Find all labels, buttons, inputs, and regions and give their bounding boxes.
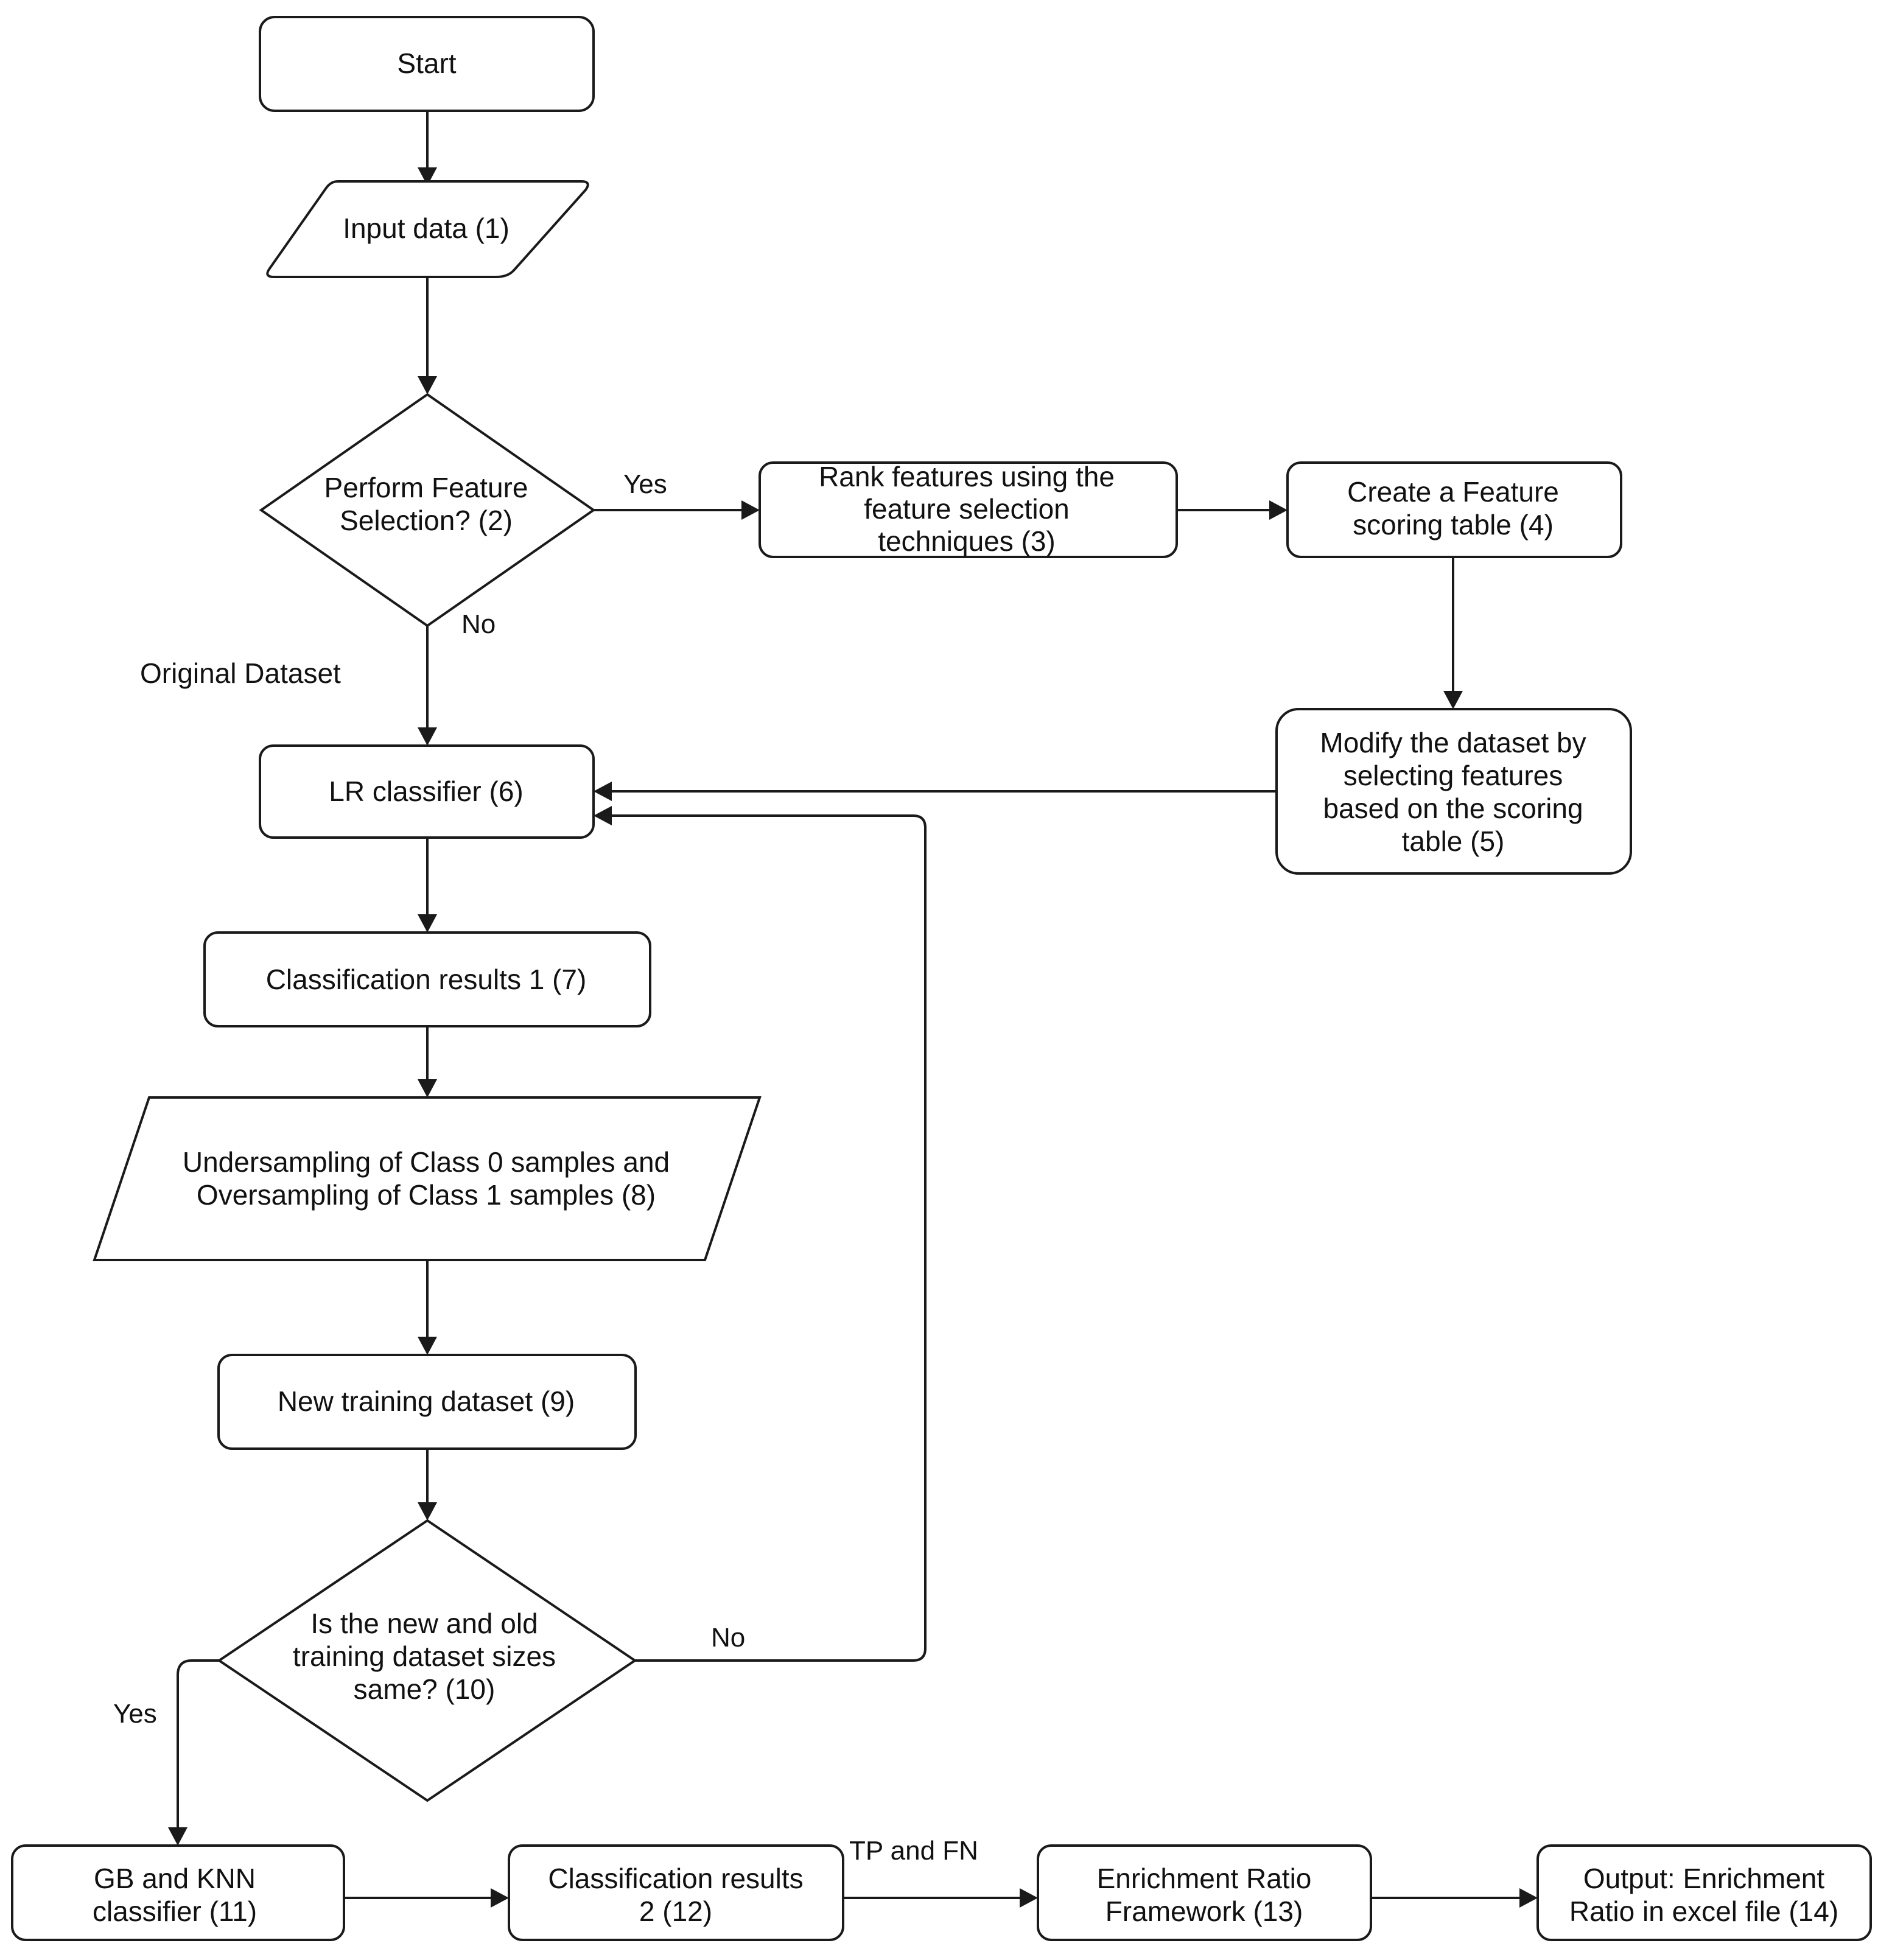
arrowhead-input [418, 167, 437, 186]
feature-selection-label-line2: Selection? (2) [340, 505, 513, 536]
arrowhead-results2 [491, 1888, 509, 1908]
arrowhead-modify [1443, 691, 1463, 709]
rank-features-line3: techniques (3) [878, 525, 1056, 557]
results1-label: Classification results 1 (7) [266, 964, 587, 995]
feature-selection-decision: Perform Feature Selection? (2) [259, 393, 596, 628]
lr-classifier-node: LR classifier (6) [259, 744, 595, 839]
feature-selection-diamond [259, 393, 596, 628]
edge-decision-gbknn [177, 1659, 219, 1827]
arrowhead-lr-top [418, 727, 437, 746]
sampling-parallelogram [93, 1096, 762, 1261]
results2-node: Classification results 2 (12) [508, 1844, 844, 1941]
input-label: Input data (1) [343, 212, 510, 244]
edge-label-tp-fn: TP and FN [849, 1836, 978, 1866]
enrichment-line1: Enrichment Ratio [1097, 1863, 1312, 1894]
labels: Yes No Original Dataset No Yes TP and FN [113, 469, 978, 1866]
original-dataset-annotation: Original Dataset [140, 657, 341, 689]
enrichment-box [1037, 1844, 1372, 1941]
arrowhead-lr-loop [594, 806, 612, 825]
arrowhead-rank [741, 500, 760, 520]
rank-features-line2: feature selection [864, 493, 1070, 525]
edge-label-size-yes: Yes [113, 1699, 157, 1729]
feature-selection-label-line1: Perform Feature [324, 472, 528, 503]
arrowhead-enrichment [1020, 1888, 1038, 1908]
modify-dataset-line1: Modify the dataset by [1320, 727, 1586, 758]
scoring-table-node: Create a Feature scoring table (4) [1286, 461, 1622, 558]
arrowhead-gbknn [168, 1827, 187, 1846]
size-decision-line2: training dataset sizes [293, 1640, 556, 1672]
modify-dataset-line3: based on the scoring [1323, 793, 1583, 824]
output-line2: Ratio in excel file (14) [1569, 1895, 1838, 1927]
enrichment-line2: Framework (13) [1105, 1895, 1303, 1927]
arrowhead-output [1519, 1888, 1538, 1908]
gb-knn-line2: classifier (11) [93, 1895, 257, 1927]
start-node: Start [259, 16, 595, 112]
nodes: Start Input data (1) Perform Feature Sel… [11, 16, 1872, 1941]
edge-decision-loop-lr [612, 814, 927, 1662]
scoring-table-line1: Create a Feature [1347, 476, 1559, 508]
results2-line1: Classification results [548, 1863, 803, 1894]
size-decision-diamond [217, 1519, 637, 1802]
scoring-table-line2: scoring table (4) [1353, 509, 1554, 541]
gb-knn-line1: GB and KNN [94, 1863, 256, 1894]
edge-label-size-no: No [711, 1623, 745, 1653]
output-box [1536, 1844, 1872, 1941]
input-node: Input data (1) [266, 180, 589, 278]
rank-features-line1: Rank features using the [819, 461, 1115, 492]
start-label: Start [397, 47, 456, 79]
lr-classifier-label: LR classifier (6) [329, 775, 524, 807]
arrowhead-decision-fs [418, 376, 437, 394]
results2-box [508, 1844, 844, 1941]
input-parallelogram [266, 180, 589, 278]
modify-dataset-box [1275, 708, 1632, 875]
start-box [259, 16, 595, 112]
new-training-label: New training dataset (9) [278, 1385, 575, 1417]
arrowhead-decision-size [418, 1502, 437, 1521]
arrowhead-lr-right [594, 782, 612, 801]
modify-dataset-line4: table (5) [1402, 825, 1505, 857]
gb-knn-node: GB and KNN classifier (11) [11, 1844, 345, 1941]
size-decision-line1: Is the new and old [310, 1608, 538, 1639]
edges [168, 111, 1538, 1908]
results2-line2: 2 (12) [639, 1895, 712, 1927]
lr-classifier-box [259, 744, 595, 839]
arrowhead-sampling [418, 1079, 437, 1097]
scoring-table-box [1286, 461, 1622, 558]
new-training-node: New training dataset (9) [217, 1354, 637, 1450]
results1-node: Classification results 1 (7) [203, 931, 651, 1027]
arrowhead-scoring [1269, 500, 1288, 520]
arrowhead-results1 [418, 914, 437, 933]
results1-box [203, 931, 651, 1027]
arrowhead-newtrain [418, 1337, 437, 1355]
sampling-node: Undersampling of Class 0 samples and Ove… [93, 1096, 762, 1261]
edge-label-fs-yes: Yes [623, 469, 667, 499]
modify-dataset-line2: selecting features [1344, 760, 1563, 791]
output-line1: Output: Enrichment [1583, 1863, 1825, 1894]
modify-dataset-node: Modify the dataset by selecting features… [1275, 708, 1632, 875]
new-training-box [217, 1354, 637, 1450]
enrichment-node: Enrichment Ratio Framework (13) [1037, 1844, 1372, 1941]
edge-label-fs-no: No [461, 609, 496, 639]
rank-features-box [759, 461, 1178, 558]
gb-knn-box [11, 1844, 345, 1941]
size-decision-line3: same? (10) [354, 1673, 496, 1705]
rank-features-node: Rank features using the feature selectio… [759, 461, 1178, 558]
sampling-line1: Undersampling of Class 0 samples and [183, 1146, 670, 1178]
sampling-line2: Oversampling of Class 1 samples (8) [197, 1179, 656, 1211]
output-node: Output: Enrichment Ratio in excel file (… [1536, 1844, 1872, 1941]
size-decision: Is the new and old training dataset size… [217, 1519, 637, 1802]
